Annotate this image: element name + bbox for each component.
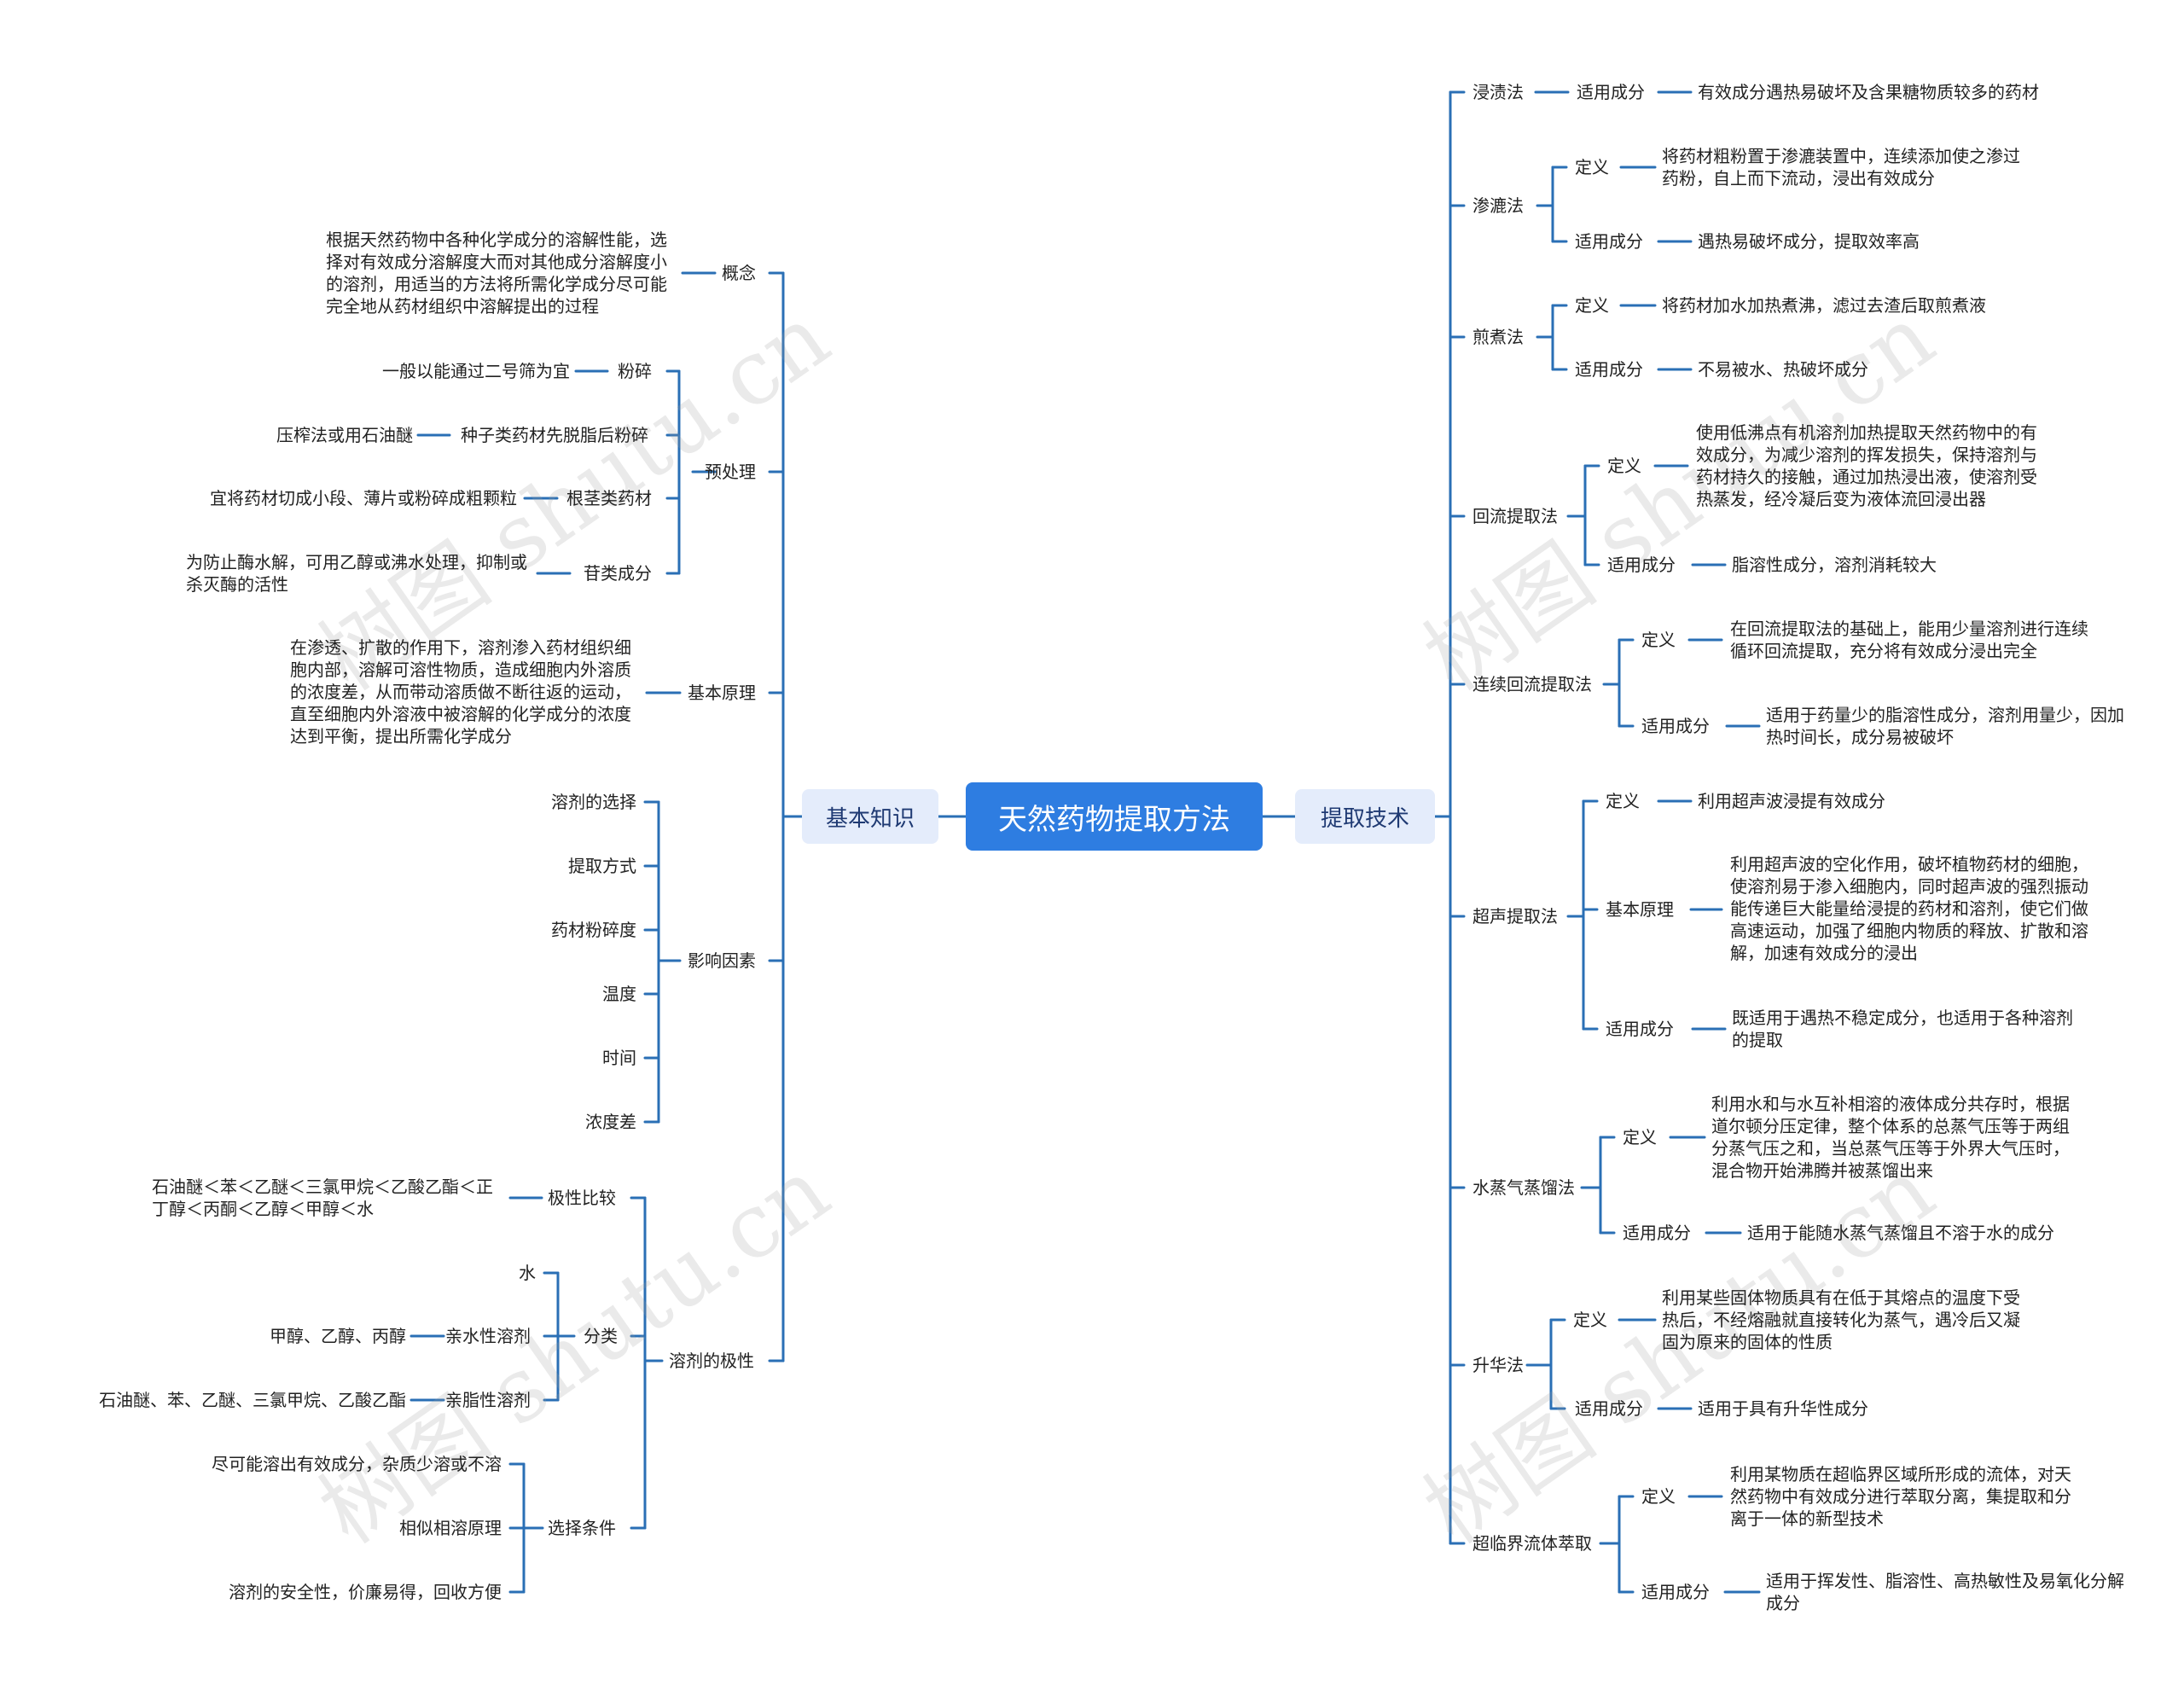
node-concept[interactable]: 概念	[722, 263, 756, 283]
supercritical-def-label[interactable]: 定义	[1641, 1486, 1676, 1507]
node-steam-distillation[interactable]: 水蒸气蒸馏法	[1472, 1177, 1575, 1198]
pre-glycoside-text: 为防止酶水解，可用乙醇或沸水处理，抑制或杀灭酶的活性	[186, 552, 527, 595]
continuous-apply-text: 适用于药量少的脂溶性成分，溶剂用量少，因加热时间长，成分易被破坏	[1766, 705, 2124, 747]
sublimation-apply-label[interactable]: 适用成分	[1575, 1398, 1643, 1419]
node-decoction[interactable]: 煎煮法	[1472, 327, 1524, 347]
decoction-def-label[interactable]: 定义	[1575, 295, 1609, 316]
ultrasound-principle-label[interactable]: 基本原理	[1606, 899, 1674, 920]
classify-hydrophilic-text: 甲醇、乙醇、丙醇	[270, 1326, 406, 1346]
supercritical-apply-text: 适用于挥发性、脂溶性、高热敏性及易氧化分解成分	[1766, 1571, 2124, 1613]
ultrasound-def-text: 利用超声波浸提有效成分	[1698, 791, 1885, 811]
steam-def-text: 利用水和与水互补相溶的液体成分共存时，根据道尔顿分压定律，整个体系的总蒸气压等于…	[1711, 1094, 2070, 1181]
steam-def-label[interactable]: 定义	[1623, 1127, 1657, 1148]
percolation-def-label[interactable]: 定义	[1575, 157, 1609, 177]
node-maceration[interactable]: 浸渍法	[1472, 82, 1524, 102]
node-sublimation[interactable]: 升华法	[1472, 1355, 1524, 1375]
classify-lipophilic-text: 石油醚、苯、乙醚、三氯甲烷、乙酸乙酯	[99, 1390, 406, 1410]
pre-rhizome-text: 宜将药材切成小段、薄片或粉碎成粗颗粒	[210, 488, 517, 508]
branch-extraction-techniques[interactable]: 提取技术	[1295, 789, 1435, 844]
sublimation-def-text: 利用某些固体物质具有在低于其熔点的温度下受热后，不经熔融就直接转化为蒸气，遇冷后…	[1662, 1287, 2020, 1352]
node-principle[interactable]: 基本原理	[688, 683, 756, 703]
node-ultrasound[interactable]: 超声提取法	[1472, 906, 1558, 927]
reflux-def-text: 使用低沸点有机溶剂加热提取天然药物中的有效成分，为减少溶剂的挥发损失，保持溶剂与…	[1696, 422, 2037, 509]
supercritical-apply-label[interactable]: 适用成分	[1641, 1582, 1710, 1602]
percolation-apply-label[interactable]: 适用成分	[1575, 231, 1643, 252]
polarity-classify[interactable]: 分类	[584, 1326, 618, 1346]
factor-method[interactable]: 提取方式	[568, 856, 636, 876]
root-node[interactable]: 天然药物提取方法	[966, 782, 1263, 851]
factor-time[interactable]: 时间	[602, 1048, 636, 1068]
factor-concentration[interactable]: 浓度差	[585, 1112, 636, 1132]
continuous-apply-label[interactable]: 适用成分	[1641, 716, 1710, 736]
factor-temperature[interactable]: 温度	[602, 984, 636, 1004]
decoction-apply-label[interactable]: 适用成分	[1575, 359, 1643, 380]
reflux-def-label[interactable]: 定义	[1607, 456, 1641, 476]
select-item-2[interactable]: 相似相溶原理	[399, 1518, 502, 1538]
reflux-apply-text: 脂溶性成分，溶剂消耗较大	[1732, 555, 1937, 575]
polarity-compare[interactable]: 极性比较	[548, 1188, 616, 1208]
factor-solvent[interactable]: 溶剂的选择	[551, 792, 636, 812]
polarity-select[interactable]: 选择条件	[548, 1518, 616, 1538]
node-factors[interactable]: 影响因素	[688, 950, 756, 971]
factor-fineness[interactable]: 药材粉碎度	[551, 920, 636, 940]
node-supercritical[interactable]: 超临界流体萃取	[1472, 1533, 1592, 1554]
classify-hydrophilic[interactable]: 亲水性溶剂	[445, 1326, 531, 1346]
continuous-def-text: 在回流提取法的基础上，能用少量溶剂进行连续循环回流提取，充分将有效成分浸出完全	[1730, 619, 2088, 661]
ultrasound-principle-text: 利用超声波的空化作用，破坏植物药材的细胞，使溶剂易于渗入细胞内，同时超声波的强烈…	[1730, 854, 2088, 963]
steam-apply-text: 适用于能随水蒸气蒸馏且不溶于水的成分	[1747, 1223, 2054, 1243]
node-polarity[interactable]: 溶剂的极性	[669, 1351, 754, 1371]
percolation-apply-text: 遇热易破坏成分，提取效率高	[1698, 231, 1920, 252]
classify-lipophilic[interactable]: 亲脂性溶剂	[445, 1390, 531, 1410]
ultrasound-def-label[interactable]: 定义	[1606, 791, 1640, 811]
reflux-apply-label[interactable]: 适用成分	[1607, 555, 1676, 575]
sublimation-apply-text: 适用于具有升华性成分	[1698, 1398, 1868, 1419]
steam-apply-label[interactable]: 适用成分	[1623, 1223, 1691, 1243]
supercritical-def-text: 利用某物质在超临界区域所形成的流体，对天然药物中有效成分进行萃取分离，集提取和分…	[1730, 1464, 2071, 1529]
ultrasound-apply-label[interactable]: 适用成分	[1606, 1019, 1674, 1039]
maceration-apply-label[interactable]: 适用成分	[1577, 82, 1645, 102]
node-continuous-reflux[interactable]: 连续回流提取法	[1472, 674, 1592, 694]
select-item-1[interactable]: 尽可能溶出有效成分，杂质少溶或不溶	[212, 1454, 502, 1474]
node-reflux[interactable]: 回流提取法	[1472, 506, 1558, 526]
pre-glycoside[interactable]: 苷类成分	[584, 563, 652, 584]
concept-text: 根据天然药物中各种化学成分的溶解性能，选择对有效成分溶解度大而对其他成分溶解度小…	[326, 230, 667, 317]
pre-seeds-text: 压榨法或用石油醚	[276, 425, 413, 445]
classify-water[interactable]: 水	[519, 1263, 536, 1283]
maceration-apply-text: 有效成分遇热易破坏及含果糖物质较多的药材	[1698, 82, 2039, 102]
select-item-3[interactable]: 溶剂的安全性，价廉易得，回收方便	[229, 1582, 502, 1602]
pre-crush-text: 一般以能通过二号筛为宜	[382, 361, 570, 381]
ultrasound-apply-text: 既适用于遇热不稳定成分，也适用于各种溶剂的提取	[1732, 1008, 2073, 1050]
decoction-apply-text: 不易被水、热破坏成分	[1698, 359, 1868, 380]
pre-rhizome[interactable]: 根茎类药材	[566, 488, 652, 508]
polarity-compare-text: 石油醚＜苯＜乙醚＜三氯甲烷＜乙酸乙酯＜正丁醇＜丙酮＜乙醇＜甲醇＜水	[152, 1177, 493, 1219]
percolation-def-text: 将药材粗粉置于渗漉装置中，连续添加使之渗过药粉，自上而下流动，浸出有效成分	[1662, 146, 2020, 189]
pre-seeds[interactable]: 种子类药材先脱脂后粉碎	[461, 425, 648, 445]
principle-text: 在渗透、扩散的作用下，溶剂渗入药材组织细胞内部，溶解可溶性物质，造成细胞内外溶质…	[290, 637, 631, 747]
decoction-def-text: 将药材加水加热煮沸，滤过去渣后取煎煮液	[1662, 295, 1986, 316]
pre-crush[interactable]: 粉碎	[618, 361, 652, 381]
continuous-def-label[interactable]: 定义	[1641, 630, 1676, 650]
node-percolation[interactable]: 渗漉法	[1472, 195, 1524, 216]
branch-basic-knowledge[interactable]: 基本知识	[802, 789, 938, 844]
node-preprocessing[interactable]: 预处理	[705, 462, 756, 482]
sublimation-def-label[interactable]: 定义	[1573, 1310, 1607, 1330]
